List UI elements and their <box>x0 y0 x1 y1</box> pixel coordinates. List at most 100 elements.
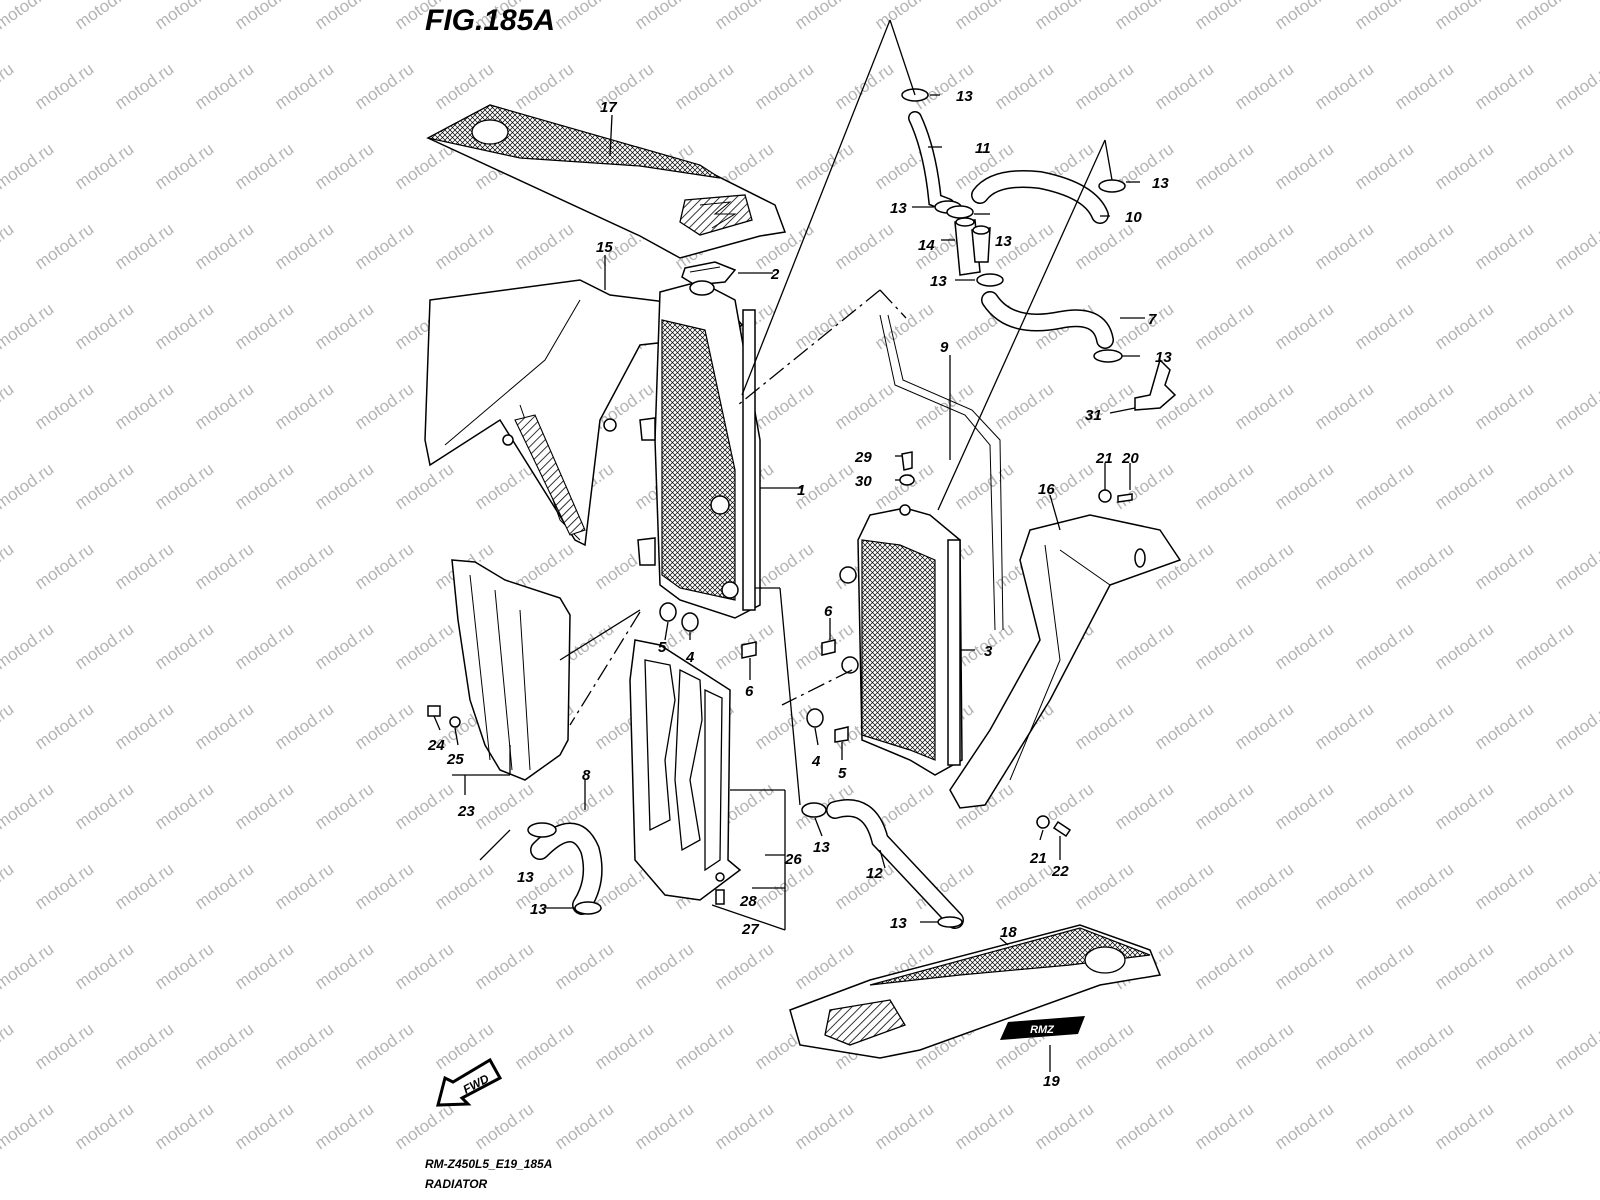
watermark-layer: motod.ru motod.ru motod.ru motod.ru motod.ru… <box>0 0 1600 1153</box>
part-17-shroud-decal <box>426 104 787 259</box>
watermark-text: motod.ru <box>471 779 537 833</box>
watermark-text: motod.ru <box>1431 939 1497 993</box>
watermark-text: motod.ru <box>31 699 97 753</box>
part-1-left-radiator <box>637 280 761 619</box>
watermark-text: motod.ru <box>0 1019 17 1073</box>
watermark-text: motod.ru <box>1391 219 1457 273</box>
watermark-text: motod.ru <box>911 59 977 113</box>
watermark-text: motod.ru <box>1391 859 1457 913</box>
watermark-text: motod.ru <box>1551 59 1600 113</box>
watermark-text: motod.ru <box>1111 779 1177 833</box>
watermark-text: motod.ru <box>1431 459 1497 513</box>
callout-30: 30 <box>855 473 872 490</box>
watermark-text: motod.ru <box>1071 219 1137 273</box>
watermark-text: motod.ru <box>1271 939 1337 993</box>
watermark-text: motod.ru <box>1351 939 1417 993</box>
watermark-text: motod.ru <box>1311 1019 1377 1073</box>
watermark-text: motod.ru <box>0 939 57 993</box>
watermark-text: motod.ru <box>1431 139 1497 193</box>
watermark-text: motod.ru <box>151 139 217 193</box>
decal-19-text: RMZ <box>1030 1024 1055 1036</box>
watermark-text: motod.ru <box>1311 699 1377 753</box>
watermark-text: motod.ru <box>311 619 377 673</box>
part-23-louver <box>451 559 571 781</box>
watermark-text: motod.ru <box>311 459 377 513</box>
part-16-right-shroud <box>949 514 1182 809</box>
callout-26: 26 <box>784 851 802 868</box>
leader-lines <box>433 19 1145 1072</box>
watermark-text: motod.ru <box>951 459 1017 513</box>
watermark-text: motod.ru <box>1391 1019 1457 1073</box>
callout-9: 9 <box>940 339 949 356</box>
watermark-text: motod.ru <box>111 699 177 753</box>
watermark-text: motod.ru <box>1031 0 1097 33</box>
watermark-text: motod.ru <box>831 219 897 273</box>
watermark-text: motod.ru <box>1511 139 1577 193</box>
callout-5: 5 <box>838 765 847 782</box>
watermark-text: motod.ru <box>1191 779 1257 833</box>
part-14-joint <box>954 217 991 276</box>
watermark-text: motod.ru <box>1311 859 1377 913</box>
watermark-text: motod.ru <box>1471 859 1537 913</box>
watermark-text: motod.ru <box>1351 459 1417 513</box>
watermark-text: motod.ru <box>1431 619 1497 673</box>
watermark-text: motod.ru <box>751 699 817 753</box>
watermark-text: motod.ru <box>631 939 697 993</box>
watermark-text: motod.ru <box>151 299 217 353</box>
watermark-text: motod.ru <box>191 859 257 913</box>
watermark-text: motod.ru <box>951 1099 1017 1153</box>
watermark-text: motod.ru <box>431 59 497 113</box>
callout-13: 13 <box>530 901 547 918</box>
watermark-text: motod.ru <box>391 619 457 673</box>
watermark-text: motod.ru <box>31 539 97 593</box>
watermark-text: motod.ru <box>471 939 537 993</box>
watermark-text: motod.ru <box>151 779 217 833</box>
part-15-left-shroud <box>424 279 744 547</box>
callout-27: 27 <box>741 921 759 938</box>
callout-13: 13 <box>890 915 907 932</box>
watermark-text: motod.ru <box>1471 699 1537 753</box>
watermark-text: motod.ru <box>271 379 337 433</box>
watermark-text: motod.ru <box>511 59 577 113</box>
watermark-text: motod.ru <box>1191 299 1257 353</box>
watermark-text: motod.ru <box>631 0 697 33</box>
watermark-text: motod.ru <box>1191 459 1257 513</box>
part-9-overflow-tube-edge <box>887 314 1004 631</box>
watermark-text: motod.ru <box>751 59 817 113</box>
watermark-text: motod.ru <box>1271 299 1337 353</box>
watermark-text: motod.ru <box>1151 59 1217 113</box>
watermark-text: motod.ru <box>231 459 297 513</box>
watermark-text: motod.ru <box>871 299 937 353</box>
watermark-text: motod.ru <box>1551 379 1600 433</box>
watermark-text: motod.ru <box>511 219 577 273</box>
watermark-text: motod.ru <box>1071 59 1137 113</box>
watermark-text: motod.ru <box>1191 139 1257 193</box>
watermark-text: motod.ru <box>1391 539 1457 593</box>
watermark-text: motod.ru <box>151 0 217 33</box>
part-31-bracket <box>1134 358 1177 411</box>
watermark-text: motod.ru <box>71 459 137 513</box>
watermark-text: motod.ru <box>0 779 57 833</box>
callout-13: 13 <box>890 200 907 217</box>
callout-4: 4 <box>685 649 695 666</box>
watermark-text: motod.ru <box>1031 1099 1097 1153</box>
watermark-text: motod.ru <box>991 859 1057 913</box>
watermark-text: motod.ru <box>1351 619 1417 673</box>
watermark-text: motod.ru <box>991 379 1057 433</box>
watermark-text: motod.ru <box>351 699 417 753</box>
watermark-text: motod.ru <box>151 619 217 673</box>
part-8-hose <box>530 822 603 915</box>
watermark-text: motod.ru <box>791 299 857 353</box>
watermark-text: motod.ru <box>191 379 257 433</box>
watermark-text: motod.ru <box>471 459 537 513</box>
callout-1: 1 <box>797 482 805 499</box>
callout-20: 20 <box>1121 450 1139 467</box>
callout-17: 17 <box>600 99 617 116</box>
watermark-text: motod.ru <box>1471 1019 1537 1073</box>
watermark-text: motod.ru <box>551 0 617 33</box>
watermark-text: motod.ru <box>1271 619 1337 673</box>
part-2-radiator-cap <box>681 261 737 286</box>
watermark-text: motod.ru <box>0 859 17 913</box>
watermark-text: motod.ru <box>0 539 17 593</box>
callout-24: 24 <box>427 737 445 754</box>
